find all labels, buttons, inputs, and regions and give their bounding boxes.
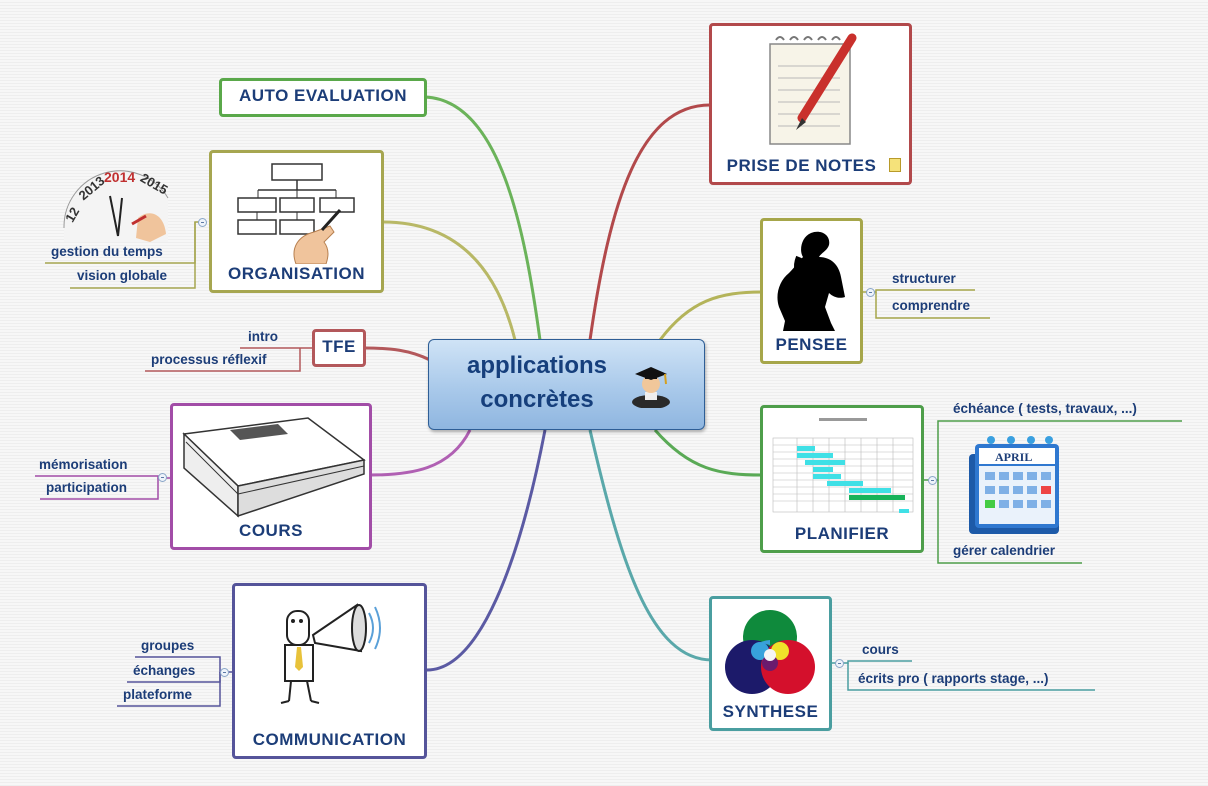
graduate-icon	[632, 367, 670, 408]
note-icon[interactable]	[889, 158, 901, 172]
april-calendar-icon: APRIL	[969, 436, 1059, 534]
topic-label: AUTO EVALUATION	[238, 86, 408, 105]
sub-intro[interactable]: intro	[248, 329, 278, 344]
branch-cours	[369, 429, 472, 477]
topic-prise-de-notes[interactable]: PRISE DE NOTES	[709, 23, 912, 185]
svg-text:2014: 2014	[104, 169, 135, 185]
sub-ecrits-pro[interactable]: écrits pro ( rapports stage, ...)	[858, 671, 1049, 686]
collapse-toggle[interactable]	[198, 218, 207, 227]
topic-label: TFE	[322, 337, 356, 356]
svg-text:12: 12	[62, 205, 82, 225]
calendar-year-dial-icon: 12 2013 2014 2015	[62, 169, 170, 242]
sub-plateforme[interactable]: plateforme	[123, 687, 193, 702]
topic-label: SYNTHESE	[722, 702, 819, 721]
topic-label: PLANIFIER	[794, 524, 890, 543]
branch-planifier	[653, 429, 763, 477]
branch-synthese	[588, 429, 713, 662]
topic-synthese[interactable]: SYNTHESE	[709, 596, 832, 731]
collapse-toggle[interactable]	[928, 476, 937, 485]
venn-diagram-icon	[718, 605, 822, 701]
sub-cours[interactable]: cours	[862, 642, 899, 657]
sub-vision-globale[interactable]: vision globale	[77, 268, 168, 283]
sub-gerer-calendrier[interactable]: gérer calendrier	[953, 543, 1056, 558]
branch-communication	[426, 429, 547, 672]
topic-label: ORGANISATION	[228, 264, 365, 283]
notepad-pen-icon	[760, 32, 860, 150]
central-title-line1: applications	[466, 352, 608, 379]
thinker-icon	[769, 227, 855, 331]
topic-label: PRISE DE NOTES	[726, 156, 877, 175]
sub-memorisation[interactable]: mémorisation	[39, 457, 128, 472]
topic-tfe[interactable]: TFE	[312, 329, 366, 367]
sub-echanges[interactable]: échanges	[133, 663, 196, 678]
flowchart-icon	[230, 158, 364, 264]
sub-structurer[interactable]: structurer	[892, 271, 956, 286]
sub-processus-reflexif[interactable]: processus réflexif	[151, 352, 267, 367]
branch-tfe	[364, 346, 431, 362]
collapse-toggle[interactable]	[158, 473, 167, 482]
topic-planifier[interactable]: PLANIFIER	[760, 405, 924, 553]
binder-icon	[178, 412, 366, 520]
gantt-chart-icon	[769, 414, 917, 520]
sub-gestion-du-temps[interactable]: gestion du temps	[51, 244, 163, 259]
central-topic[interactable]: applications concrètes	[428, 339, 705, 430]
sub-groupes[interactable]: groupes	[141, 638, 195, 653]
branch-prise-de-notes	[588, 103, 711, 341]
topic-label: PENSEE	[775, 335, 848, 354]
collapse-toggle[interactable]	[220, 668, 229, 677]
topic-pensee[interactable]: PENSEE	[760, 218, 863, 364]
sub-echeance[interactable]: échéance ( tests, travaux, ...)	[953, 401, 1137, 416]
collapse-toggle[interactable]	[866, 288, 875, 297]
branch-organisation	[382, 220, 517, 341]
collapse-toggle[interactable]	[835, 659, 844, 668]
topic-label: COMMUNICATION	[252, 730, 407, 749]
branch-pensee	[658, 290, 763, 341]
topic-auto-evaluation[interactable]: AUTO EVALUATION	[219, 78, 427, 117]
megaphone-man-icon	[271, 591, 391, 709]
central-title-line2: concrètes	[480, 386, 594, 413]
topic-organisation[interactable]: ORGANISATION	[209, 150, 384, 293]
svg-text:APRIL: APRIL	[995, 450, 1032, 464]
sub-participation[interactable]: participation	[46, 480, 128, 495]
topic-communication[interactable]: COMMUNICATION	[232, 583, 427, 759]
sub-comprendre[interactable]: comprendre	[892, 298, 971, 313]
topic-label: COURS	[239, 521, 303, 540]
branch-auto-evaluation	[424, 95, 542, 341]
topic-cours[interactable]: COURS	[170, 403, 372, 550]
